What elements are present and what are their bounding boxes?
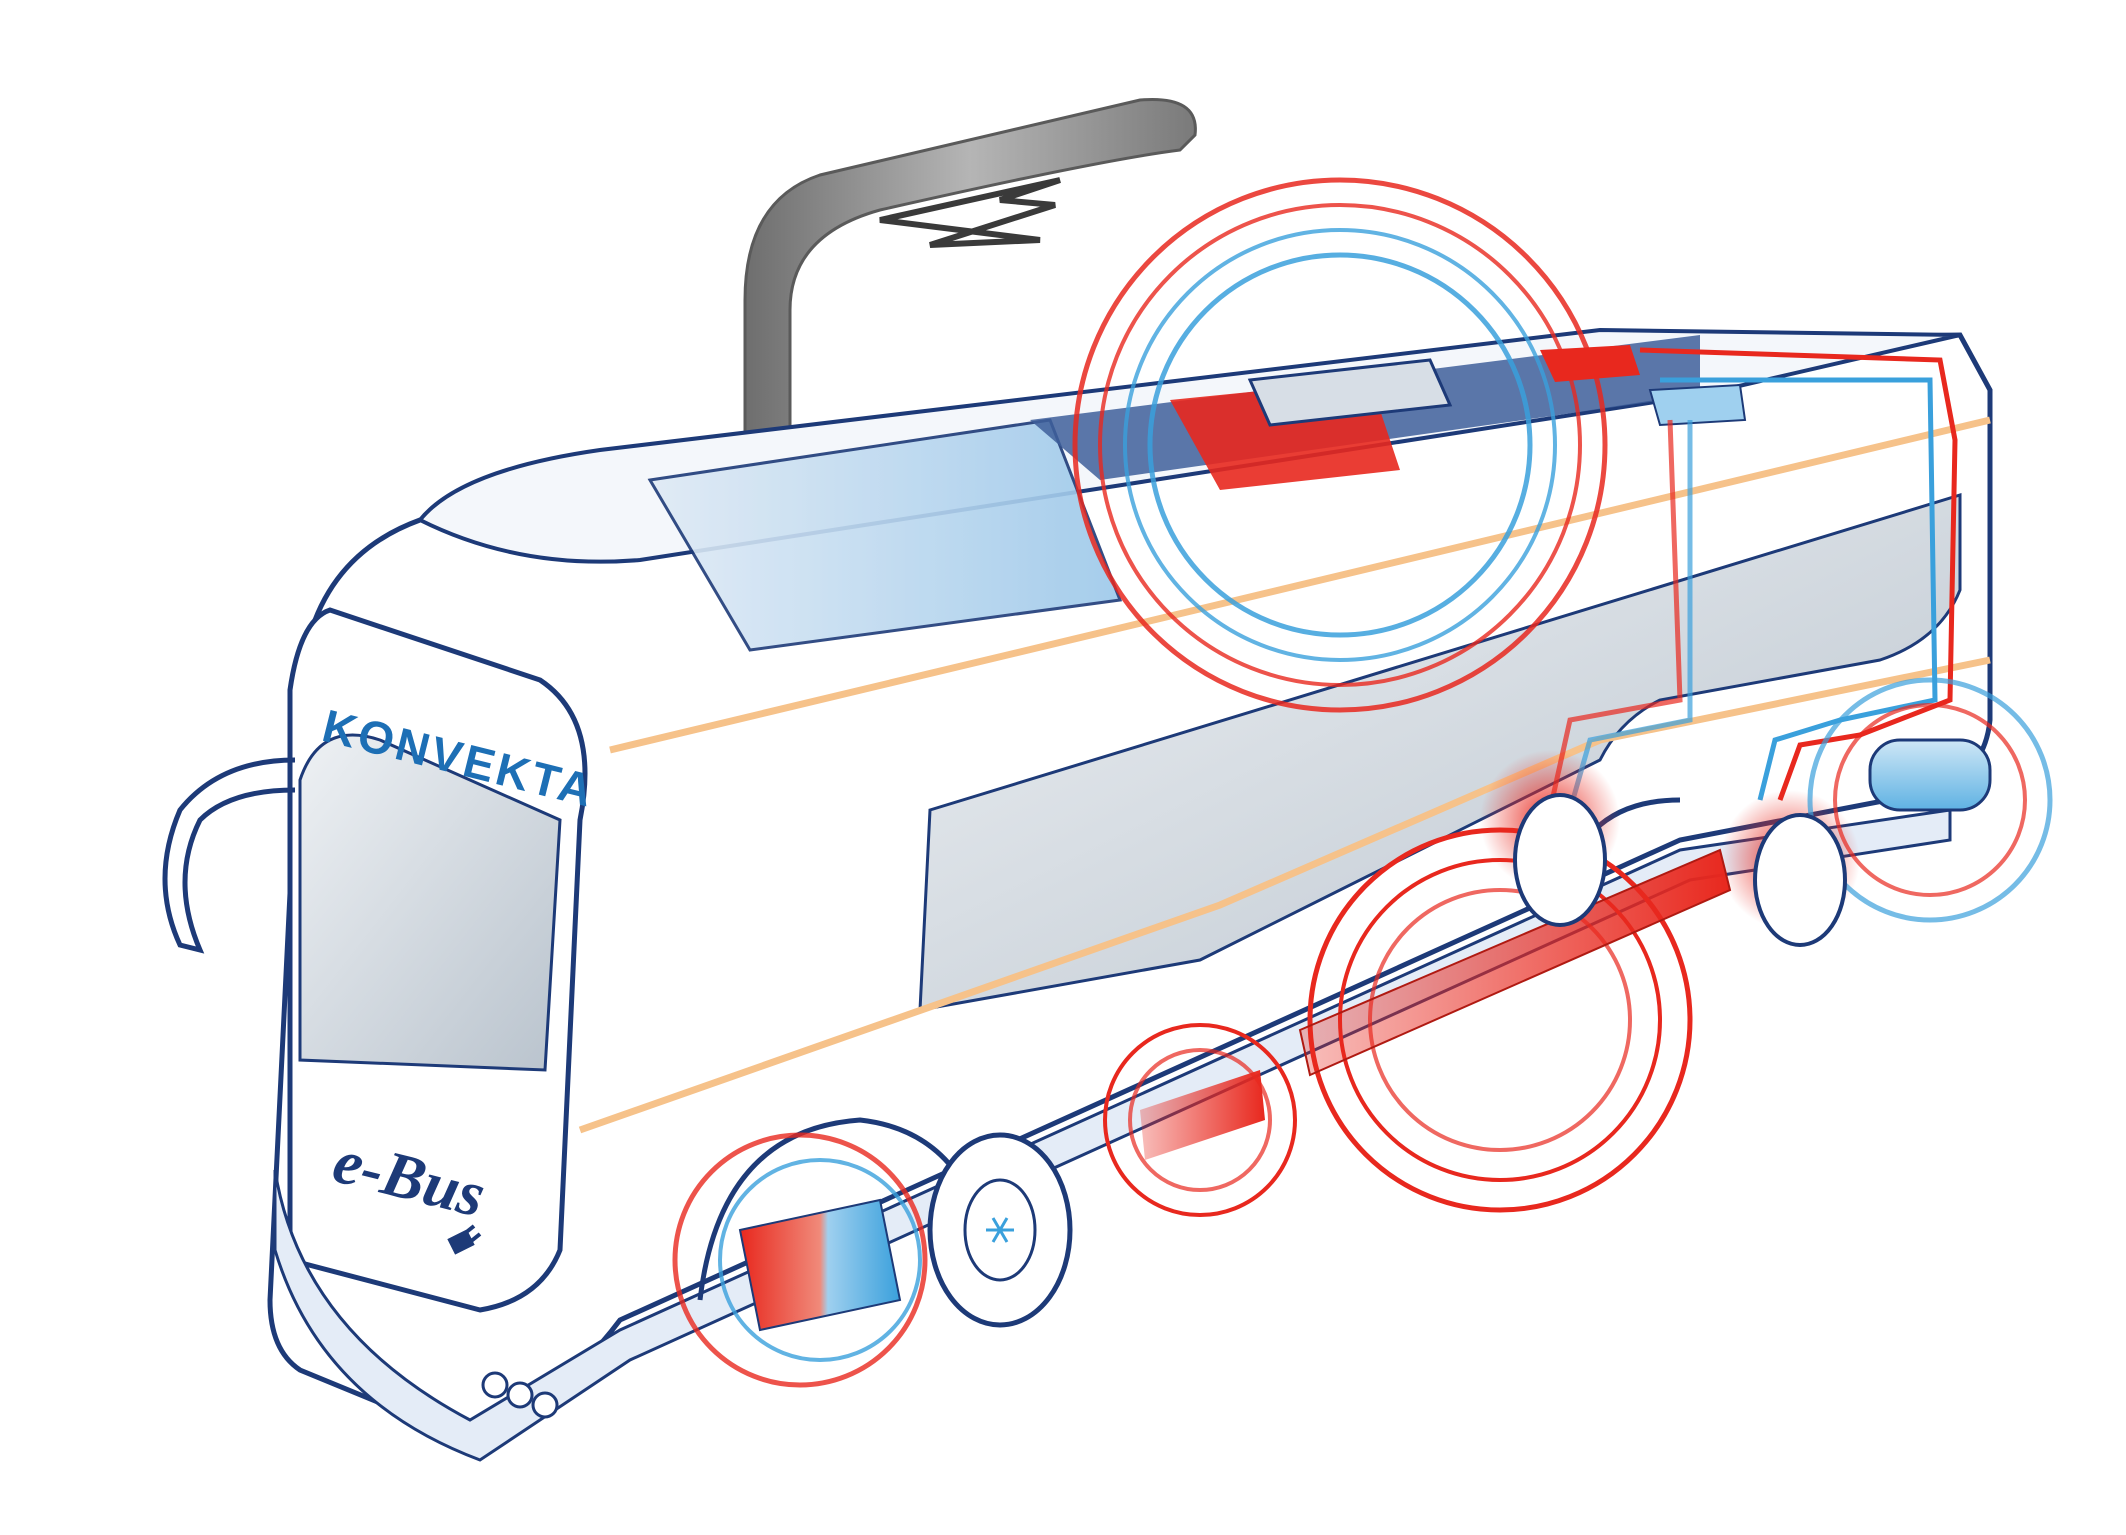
bus-canvas: KONVEKTA e-Bus — [0, 0, 2126, 1535]
bus-illustration: KONVEKTA e-Bus — [0, 0, 2126, 1535]
